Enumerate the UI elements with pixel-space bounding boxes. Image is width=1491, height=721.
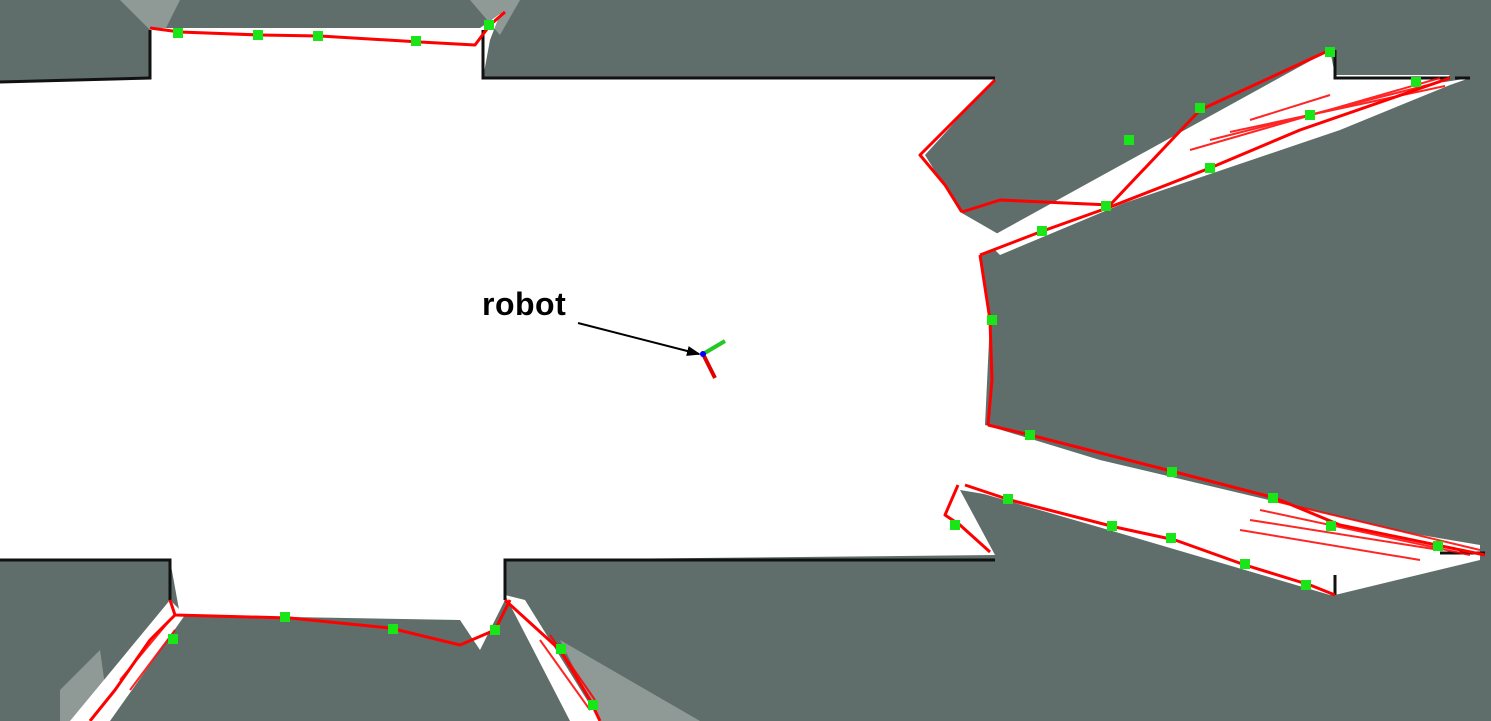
robot-z-axis: [700, 351, 706, 357]
landmark: [950, 520, 960, 530]
landmark: [1037, 226, 1047, 236]
landmark: [173, 28, 183, 38]
landmark: [1003, 494, 1013, 504]
landmark: [411, 36, 421, 46]
landmark: [1326, 521, 1336, 531]
landmark: [1205, 163, 1215, 173]
landmark: [484, 20, 494, 30]
robot-pose-axes-icon: [700, 339, 727, 379]
landmark: [556, 644, 566, 654]
landmark: [1167, 467, 1177, 477]
landmark: [1195, 103, 1205, 113]
landmark: [1101, 201, 1111, 211]
robot-y-axis: [701, 339, 727, 356]
landmark: [280, 612, 290, 622]
landmark: [490, 625, 500, 635]
landmark: [1240, 559, 1250, 569]
landmark: [588, 700, 598, 710]
landmark: [168, 634, 178, 644]
laser-hatch: [119, 77, 1481, 711]
landmark: [313, 31, 323, 41]
landmark: [388, 624, 398, 634]
landmark: [253, 30, 263, 40]
landmark: [1301, 580, 1311, 590]
landmark: [1268, 493, 1278, 503]
robot-label: robot: [482, 286, 567, 322]
landmarks: [168, 20, 1443, 710]
landmark: [1433, 541, 1443, 551]
landmark: [1305, 110, 1315, 120]
landmark: [1325, 47, 1335, 57]
landmark: [1107, 521, 1117, 531]
landmark: [1411, 77, 1421, 87]
landmark: [1166, 533, 1176, 543]
landmark: [987, 315, 997, 325]
landmark: [1124, 135, 1134, 145]
robot-x-axis: [701, 353, 717, 379]
landmark: [1025, 430, 1035, 440]
annotation-arrow: [577, 322, 701, 356]
